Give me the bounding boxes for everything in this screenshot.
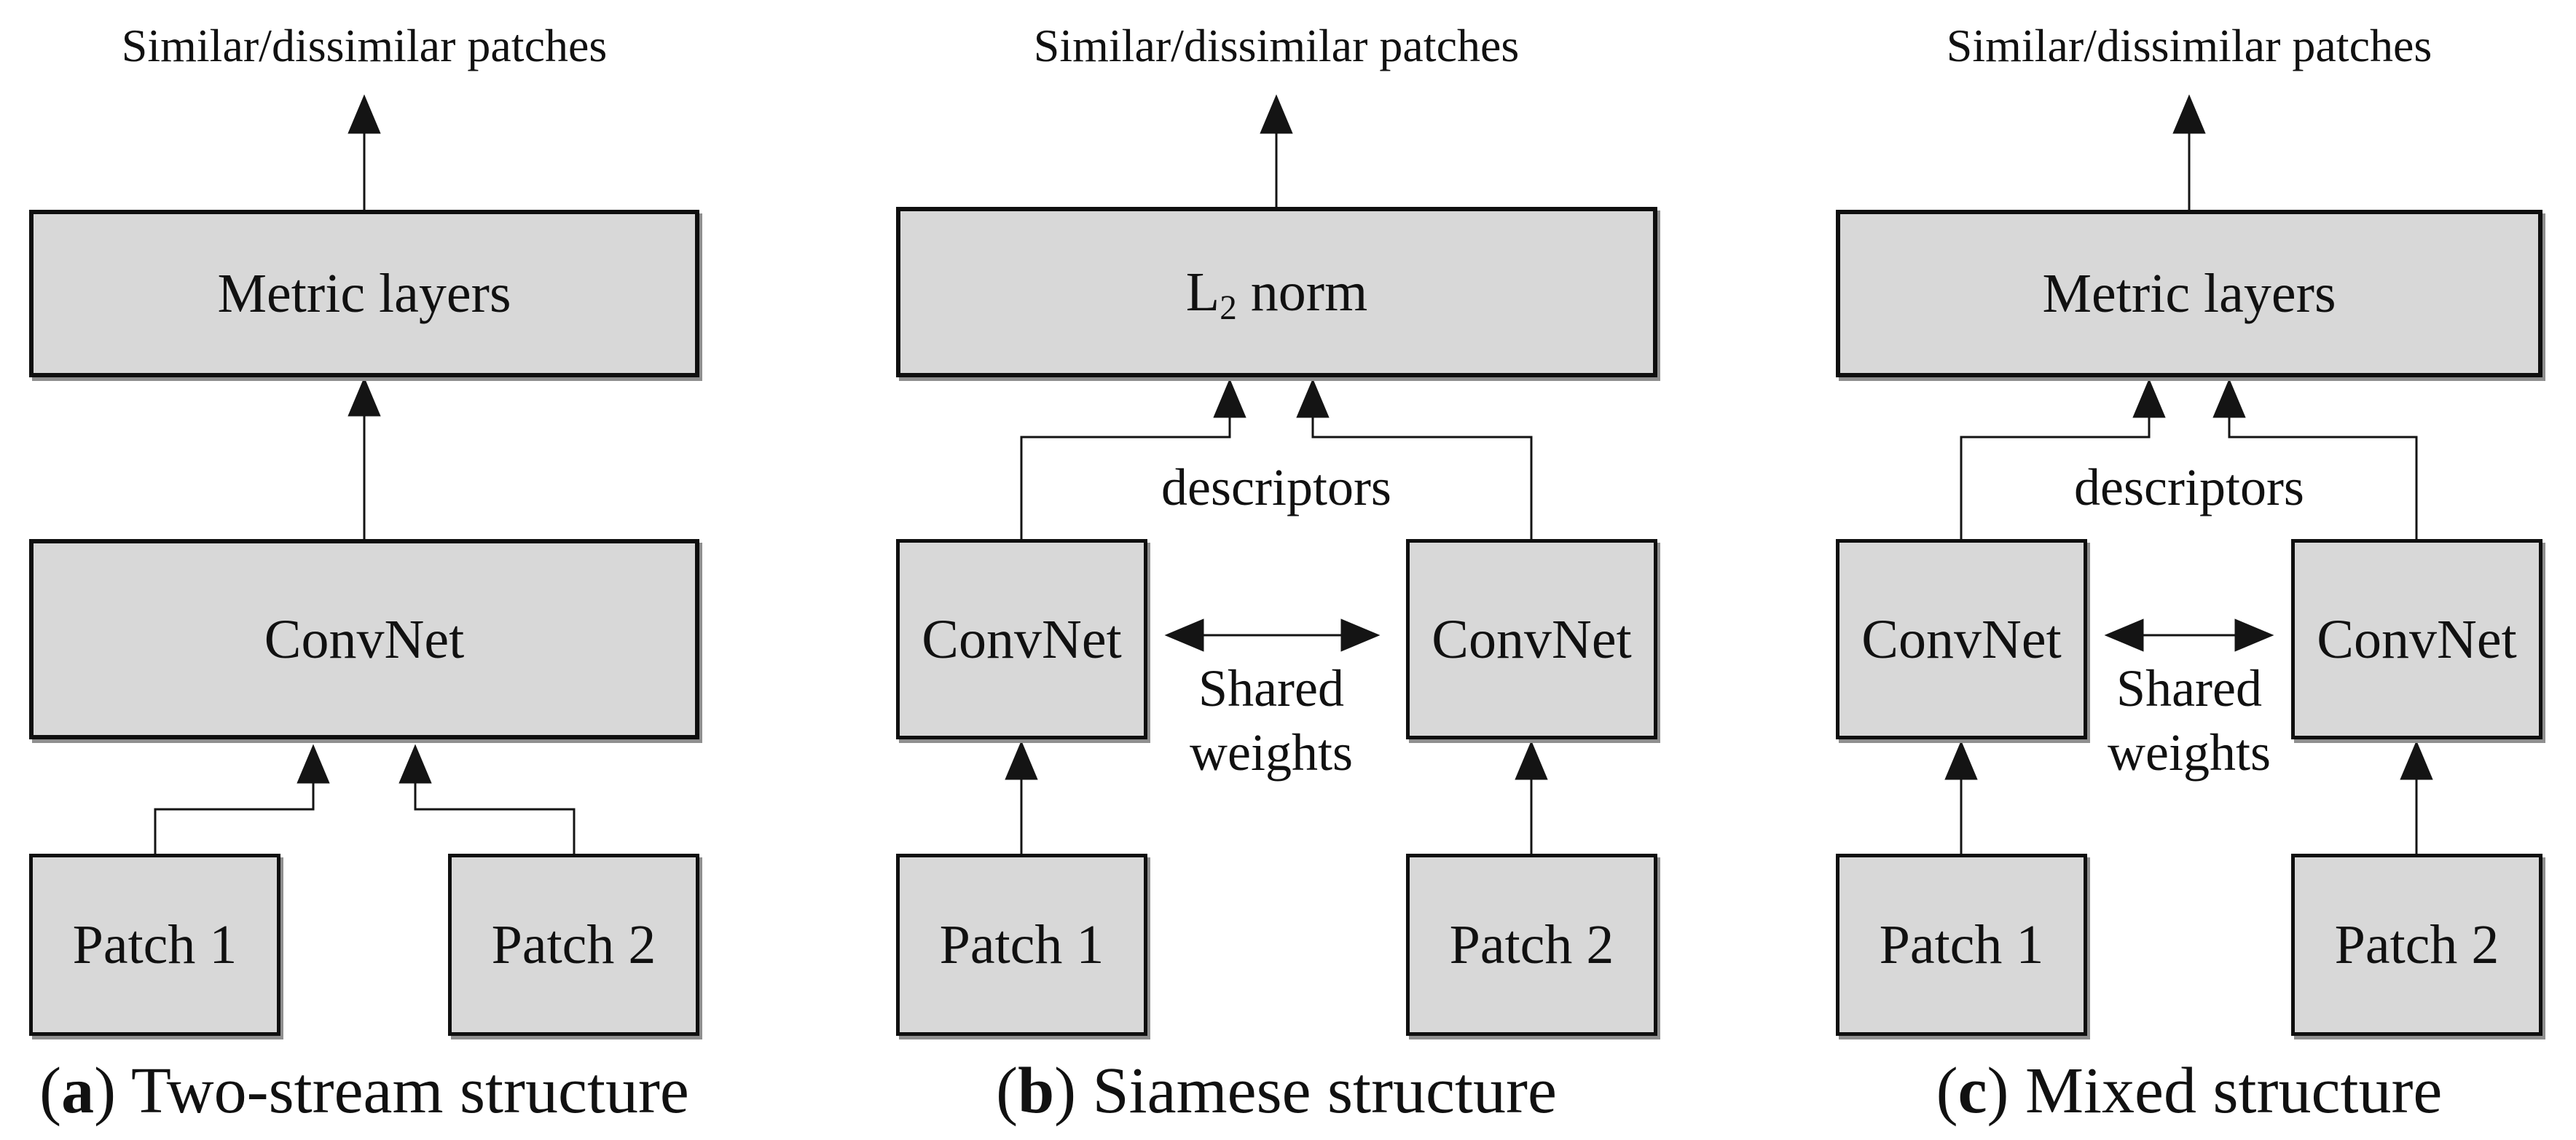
box-patch1-c: Patch 1 <box>1836 854 2087 1036</box>
l2-rest: norm <box>1236 262 1368 323</box>
descriptors-label-c: descriptors <box>2074 458 2304 516</box>
box-patch1-b-label: Patch 1 <box>939 914 1104 975</box>
l2-base: L <box>1185 262 1220 323</box>
box-l2-norm-b-label: L2 norm <box>1185 262 1368 325</box>
box-convnet-left-c: ConvNet <box>1836 539 2087 739</box>
box-patch2-b: Patch 2 <box>1406 854 1657 1036</box>
box-convnet-left-c-label: ConvNet <box>1861 608 2062 670</box>
output-label-c: Similar/dissimilar patches <box>1946 20 2432 71</box>
box-convnet-right-c: ConvNet <box>2291 539 2542 739</box>
caption-c-paren-close: ) <box>1987 1055 2009 1127</box>
caption-c-text: Mixed structure <box>2008 1055 2443 1127</box>
caption-c-paren-open: ( <box>1936 1055 1958 1127</box>
box-patch2-a: Patch 2 <box>448 854 699 1036</box>
box-patch1-a-label: Patch 1 <box>72 914 237 975</box>
box-metric-layers-c-label: Metric layers <box>2042 263 2336 324</box>
box-metric-layers-a: Metric layers <box>29 210 699 377</box>
box-patch2-a-label: Patch 2 <box>491 914 656 975</box>
shared-weights-c-line1: Shared <box>2116 659 2262 718</box>
output-label-b: Similar/dissimilar patches <box>1033 20 1520 71</box>
caption-a-paren-close: ) <box>94 1055 117 1127</box>
box-patch2-c: Patch 2 <box>2291 854 2542 1036</box>
caption-c-letter: c <box>1957 1055 1987 1127</box>
caption-b-paren-open: ( <box>996 1055 1018 1127</box>
shared-weights-c-line2: weights <box>2108 723 2271 782</box>
connector-patch1-to-convnet-a <box>154 744 330 854</box>
box-convnet-a-label: ConvNet <box>264 608 465 670</box>
box-convnet-right-c-label: ConvNet <box>2317 608 2517 670</box>
caption-a: (a) Two-stream structure <box>0 1055 729 1127</box>
shared-weights-b-line1: Shared <box>1198 659 1344 718</box>
caption-b: (b) Siamese structure <box>912 1055 1641 1127</box>
shared-weights-b-line2: weights <box>1190 723 1353 782</box>
box-convnet-right-b-label: ConvNet <box>1432 608 1632 670</box>
box-patch2-b-label: Patch 2 <box>1449 914 1614 975</box>
caption-b-text: Siamese structure <box>1076 1055 1557 1127</box>
box-patch1-c-label: Patch 1 <box>1879 914 2044 975</box>
shared-weights-label-c: Shared weights <box>1934 657 2444 785</box>
box-convnet-left-b: ConvNet <box>896 539 1147 739</box>
box-metric-layers-a-label: Metric layers <box>217 263 511 324</box>
l2-subscript: 2 <box>1220 288 1237 327</box>
shared-weights-label-b: Shared weights <box>1016 657 1526 785</box>
caption-b-letter: b <box>1018 1055 1055 1127</box>
caption-a-paren-open: ( <box>39 1055 62 1127</box>
box-metric-layers-c: Metric layers <box>1836 210 2542 377</box>
output-label-a: Similar/dissimilar patches <box>121 20 608 71</box>
box-patch1-a: Patch 1 <box>29 854 280 1036</box>
box-convnet-right-b: ConvNet <box>1406 539 1657 739</box>
caption-a-text: Two-stream structure <box>116 1055 689 1127</box>
box-l2-norm-b: L2 norm <box>896 207 1657 377</box>
caption-a-letter: a <box>61 1055 95 1127</box>
box-patch1-b: Patch 1 <box>896 854 1147 1036</box>
descriptors-label-b: descriptors <box>1161 458 1391 516</box>
box-patch2-c-label: Patch 2 <box>2334 914 2500 975</box>
caption-c: (c) Mixed structure <box>1825 1055 2553 1127</box>
box-convnet-a: ConvNet <box>29 539 699 739</box>
connector-patch2-to-convnet-a <box>398 744 576 854</box>
caption-b-paren-close: ) <box>1054 1055 1077 1127</box>
box-convnet-left-b-label: ConvNet <box>922 608 1122 670</box>
